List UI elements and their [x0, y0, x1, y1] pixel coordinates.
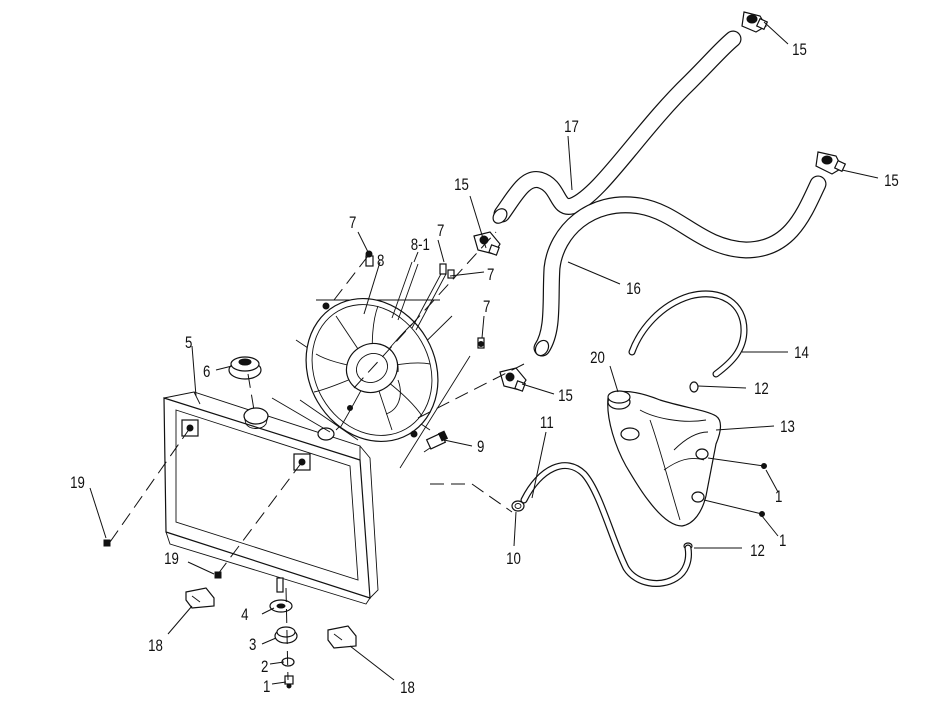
callout-12-lower: 12	[750, 542, 765, 561]
callout-15-lower-left: 15	[558, 387, 573, 406]
coolant-reservoir-13	[607, 390, 722, 527]
callout-15-top: 15	[792, 41, 807, 60]
callout-12-upper: 12	[754, 380, 769, 399]
callout-6: 6	[203, 363, 210, 382]
upper-radiator-hose-17	[492, 30, 742, 224]
callout-20: 20	[590, 349, 605, 368]
temperature-sensor-9	[423, 430, 449, 453]
callout-2: 2	[261, 658, 268, 677]
overflow-hose-14	[628, 290, 748, 378]
callout-7-fan-right: 7	[487, 266, 494, 285]
callout-8: 8	[377, 252, 384, 271]
radiator-bottom-pin	[276, 577, 284, 593]
reservoir-screw-1-lower	[703, 499, 765, 517]
rubber-mount-18-left	[185, 587, 215, 609]
radiator-filler-neck	[243, 407, 269, 429]
callout-14: 14	[794, 344, 809, 363]
callout-7-fan-mid: 7	[437, 222, 444, 241]
radiator-cap-6	[228, 356, 262, 380]
callout-3: 3	[249, 636, 256, 655]
callout-19-left: 19	[70, 474, 85, 493]
callout-10: 10	[506, 550, 521, 569]
rubber-mount-18-right	[327, 625, 357, 649]
rubber-grommet-3	[274, 626, 298, 644]
callout-1-reservoir-upper: 1	[775, 488, 782, 507]
callout-7-fan-left: 7	[349, 214, 356, 233]
bolt-1-bottom	[284, 675, 294, 689]
hose-clamp-15-upper-left	[473, 231, 501, 256]
callout-11: 11	[540, 414, 554, 433]
reservoir-hose-11	[520, 462, 692, 587]
callout-8-1: 8-1	[411, 236, 430, 255]
callout-5: 5	[185, 334, 192, 353]
callout-1-bottom: 1	[263, 678, 270, 697]
assembly-guide-lines	[109, 231, 525, 681]
callout-17: 17	[564, 118, 579, 137]
hose-clamp-15-right	[815, 151, 847, 175]
callout-9: 9	[477, 438, 484, 457]
callout-15-upper-left: 15	[454, 176, 469, 195]
reservoir-screw-1-upper	[707, 457, 767, 469]
callout-1-reservoir-lower: 1	[779, 532, 786, 551]
hose-clip-10	[511, 500, 525, 512]
callout-7-fan-lower: 7	[483, 298, 490, 317]
callout-4: 4	[241, 606, 249, 625]
lower-radiator-hose-16	[533, 175, 827, 357]
bolt-7-a	[365, 250, 374, 267]
callout-18-right: 18	[400, 679, 415, 698]
callout-18-left: 18	[148, 637, 163, 656]
reservoir-cap-20	[607, 390, 631, 410]
hose-clip-12-upper	[689, 381, 699, 393]
callout-15-right: 15	[884, 172, 899, 191]
bolt-7-c	[477, 337, 485, 349]
hose-clamp-15-top	[741, 11, 769, 33]
callout-labels: 15 15 15 15 17 16 14 12 13 20 1 1 12 11 …	[70, 41, 899, 698]
leader-lines	[89, 21, 879, 685]
screw-19-left	[103, 539, 111, 547]
callout-16: 16	[626, 280, 641, 299]
callout-13: 13	[780, 418, 795, 437]
rubber-washer-4	[269, 599, 293, 613]
radiator-inlet-pipe	[317, 427, 335, 441]
callout-19-bottom: 19	[164, 550, 179, 569]
hose-clamp-15-lower-left	[499, 367, 527, 392]
bolt-7-b	[439, 263, 455, 279]
cooling-fan-assembly-8	[295, 297, 471, 469]
screw-19-bottom	[214, 571, 222, 579]
